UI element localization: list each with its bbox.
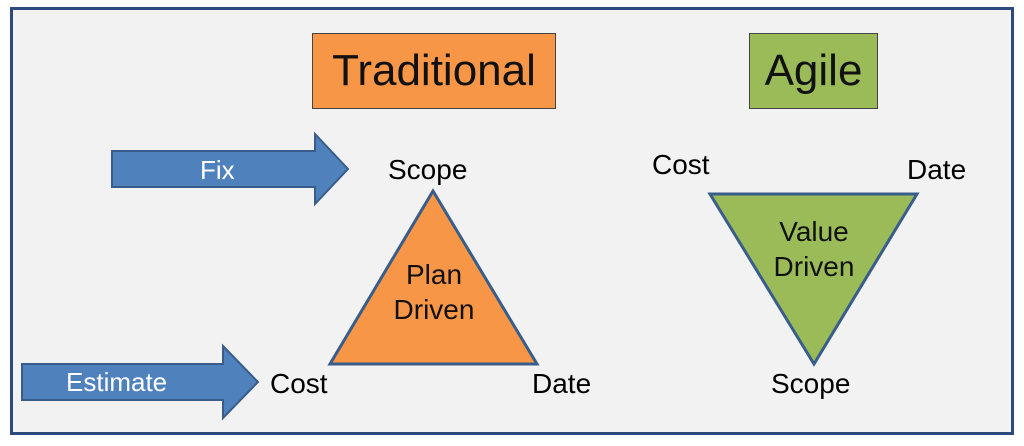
plan-driven-triangle bbox=[327, 188, 540, 366]
value-driven-label: Value Driven bbox=[773, 216, 855, 282]
agile-scope-label: Scope bbox=[771, 368, 851, 399]
fix-arrow bbox=[111, 131, 350, 207]
agile-title: Agile bbox=[764, 46, 863, 95]
fix-arrow-label: Fix bbox=[200, 155, 235, 185]
plan-driven-label: Plan Driven bbox=[393, 259, 475, 325]
traditional-title: Traditional bbox=[332, 46, 536, 95]
estimate-arrow bbox=[21, 343, 260, 421]
estimate-arrow-label: Estimate bbox=[66, 367, 168, 397]
traditional-title-box: Traditional bbox=[312, 33, 556, 109]
traditional-cost-label: Cost bbox=[270, 368, 328, 399]
traditional-date-label: Date bbox=[532, 368, 592, 399]
agile-date-label: Date bbox=[907, 154, 967, 185]
agile-title-box: Agile bbox=[749, 33, 878, 109]
agile-cost-label: Cost bbox=[652, 149, 710, 180]
value-driven-triangle bbox=[707, 192, 920, 367]
traditional-scope-label: Scope bbox=[388, 154, 468, 185]
